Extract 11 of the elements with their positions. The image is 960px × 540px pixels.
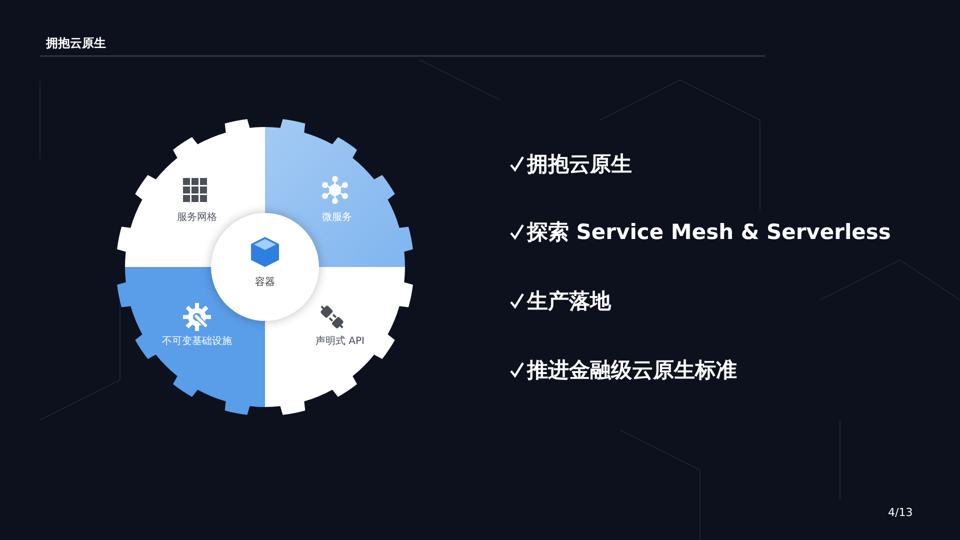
bullet-text: 推进金融级云原生标准 [527, 357, 737, 384]
segment-label: 服务网格 [177, 210, 217, 224]
segment-label: 微服务 [322, 211, 352, 224]
slide-title: 拥抱云原生 [46, 35, 106, 52]
page-number: 4/13 [888, 506, 913, 519]
bullet-text: 探索 Service Mesh & Serverless [527, 219, 891, 246]
bullet-text: 拥抱云原生 [527, 151, 632, 178]
segment-label: 不可变基础设施 [162, 334, 232, 348]
segment-label: 声明式 API [316, 334, 364, 348]
center-label: 容器 [255, 276, 275, 289]
bullet-text: 生产落地 [527, 288, 611, 315]
